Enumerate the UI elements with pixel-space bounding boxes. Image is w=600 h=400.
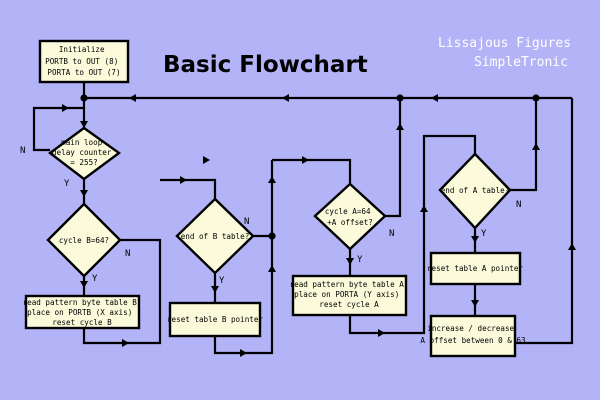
brand-line-1: Lissajous Figures — [438, 36, 571, 51]
main-loop-text: main loop delay counter = 255? — [52, 138, 116, 167]
junctions — [80, 94, 540, 240]
main-loop-line-1: main loop — [61, 138, 103, 147]
end-a-line-1: end of A table? — [441, 186, 510, 195]
main-loop-line-2: delay counter — [52, 148, 112, 157]
arrow-up-400 — [396, 123, 404, 130]
cycle-b-text: cycle B=64? — [59, 236, 109, 245]
end-b-diamond — [175, 197, 255, 275]
main-loop-line-3: = 255? — [70, 158, 97, 167]
top-to-cycle-a-line — [272, 158, 352, 184]
arrow-main-loop-yes-down — [80, 190, 88, 197]
to-end-b-line — [160, 178, 217, 199]
cycle-a-line-1: cycle A=64 — [325, 207, 371, 216]
read-b-line-3: reset cycle B — [52, 318, 112, 327]
init-box — [38, 39, 130, 84]
reset-b-line-1: reset table B pointer — [167, 315, 263, 324]
reset-a-text: reset table A pointer — [427, 264, 523, 273]
inc-dec-return-line — [515, 98, 574, 345]
end-b-line-1: end of B table? — [181, 232, 250, 241]
end-b-yes-label: Y — [219, 276, 225, 286]
read-b-box — [24, 294, 141, 330]
cycle-b-no-label: N — [125, 249, 130, 259]
arrow-init-down — [80, 121, 88, 128]
inc-dec-line-2: A offset between 0 & 63 — [420, 336, 525, 345]
reset-b-text: reset table B pointer — [167, 315, 263, 324]
read-b-line-1: read pattern byte table B — [23, 298, 138, 307]
arrow-top-left-2 — [282, 94, 289, 102]
arrow-read-b-bottom-right — [122, 339, 129, 347]
arrow-top-left-3 — [129, 94, 136, 102]
main-loop-diamond — [47, 126, 122, 181]
arrow-cycle-b-yes-down — [80, 281, 88, 288]
read-a-box — [291, 274, 408, 317]
arrow-read-a-bottom-right — [378, 329, 385, 337]
cycle-a-no-label: N — [389, 229, 394, 239]
junction-dot — [532, 94, 540, 102]
arrow-up-536 — [532, 143, 540, 150]
arrow-vertical-up-272-b — [268, 176, 276, 183]
read-a-line-2: place on PORTA (Y axis) — [294, 290, 399, 299]
arrowheads — [62, 94, 576, 357]
read-b-to-cycle-b-no-line — [82, 238, 162, 345]
cycle-a-text: cycle A=64 +A offset? — [325, 207, 375, 227]
brand-line-2: SimpleTronic — [474, 55, 568, 70]
arrow-up-424 — [420, 205, 428, 212]
init-line-1: Initialize — [59, 45, 105, 54]
init-line-3: PORTA to OUT (7) — [47, 68, 120, 77]
cycle-a-no-line — [385, 98, 402, 218]
read-a-text: read pattern byte table A place on PORTA… — [290, 280, 409, 309]
end-a-no-label: N — [516, 200, 521, 210]
end-a-no-line — [510, 98, 538, 192]
main-loop-no-line — [32, 106, 84, 152]
read-b-text: read pattern byte table B place on PORTB… — [23, 298, 142, 327]
end-b-text: end of B table? — [181, 232, 250, 241]
cycle-b-diamond — [46, 202, 122, 278]
inc-dec-box — [429, 314, 517, 358]
junction-dot — [268, 232, 276, 240]
end-a-yes-label: Y — [481, 229, 487, 239]
arrow-vertical-up-272 — [268, 265, 276, 272]
end-b-no-label: N — [244, 217, 249, 227]
arrow-top-left-1 — [431, 94, 438, 102]
reset-a-line-1: reset table A pointer — [427, 264, 523, 273]
reset-b-box — [168, 301, 262, 338]
read-a-line-1: read pattern byte table A — [290, 280, 405, 289]
cycle-a-line-2: +A offset? — [327, 218, 373, 227]
arrow-loop-back-right — [62, 104, 69, 112]
page-title: Basic Flowchart — [163, 52, 368, 78]
reset-a-box — [429, 251, 522, 286]
arrow-top-to-cycle-a-right-b — [302, 156, 309, 164]
end-a-diamond — [438, 152, 512, 230]
cycle-a-diamond — [313, 182, 387, 251]
main-loop-yes-label: Y — [64, 179, 70, 189]
end-a-text: end of A table? — [441, 186, 510, 195]
arrow-cycle-a-yes-down — [346, 258, 354, 265]
read-b-line-2: place on PORTB (X axis) — [27, 308, 132, 317]
cycle-a-yes-label: Y — [357, 255, 363, 265]
main-loop-no-label: N — [20, 146, 25, 156]
read-a-line-3: reset cycle A — [319, 300, 379, 309]
cycle-b-yes-label: Y — [92, 274, 98, 284]
init-text: Initialize PORTB to OUT (8) PORTA to OUT… — [45, 45, 123, 77]
arrow-to-end-b-right — [180, 176, 187, 184]
arrow-end-b-yes-down — [211, 286, 219, 293]
junction-dot — [396, 94, 404, 102]
arrow-reset-a-down — [471, 300, 479, 307]
init-line-2: PORTB to OUT (8) — [45, 57, 118, 66]
inc-dec-text: increase / decrease A offset between 0 &… — [420, 324, 525, 345]
read-a-to-end-a-line — [348, 134, 477, 335]
arrow-end-a-yes-down — [471, 236, 479, 243]
arrow-up-572 — [568, 243, 576, 250]
inc-dec-line-1: increase / decrease — [427, 324, 514, 333]
arrow-reset-b-bottom-right — [240, 349, 247, 357]
junction-dot — [80, 94, 88, 102]
arrow-top-to-cycle-a-right — [203, 156, 210, 164]
cycle-b-line-1: cycle B=64? — [59, 236, 109, 245]
